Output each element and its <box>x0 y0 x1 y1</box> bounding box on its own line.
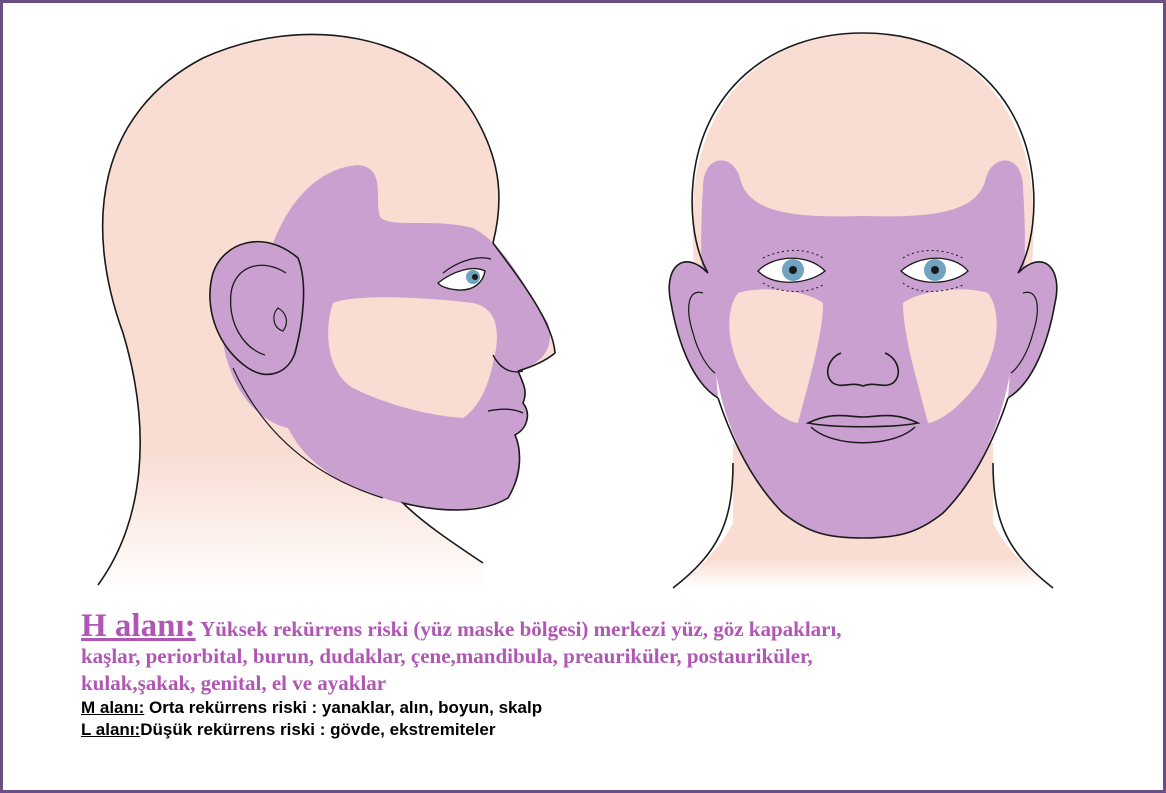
m-zone-description: M alanı: Orta rekürrens riski : yanaklar… <box>81 697 1141 719</box>
h-zone-line-3: kulak,şakak, genital, el ve ayaklar <box>81 671 386 695</box>
l-zone-title: L alanı: <box>81 720 140 739</box>
m-zone-text: Orta rekürrens riski : yanaklar, alın, b… <box>144 698 542 717</box>
face-illustrations <box>3 3 1163 603</box>
profile-head <box>98 34 555 593</box>
h-zone-title: H alanı: <box>81 608 196 644</box>
l-zone-description: L alanı:Düşük rekürrens riski : gövde, e… <box>81 719 1141 741</box>
h-zone-line-2: kaşlar, periorbital, burun, dudaklar, çe… <box>81 644 813 668</box>
front-head <box>669 33 1057 588</box>
l-zone-text: Düşük rekürrens riski : gövde, ekstremit… <box>140 720 495 739</box>
m-zone-title: M alanı: <box>81 698 144 717</box>
legend: H alanı: Yüksek rekürrens riski (yüz mas… <box>81 613 1141 741</box>
h-zone-description: H alanı: Yüksek rekürrens riski (yüz mas… <box>81 613 1141 697</box>
h-zone-line-1: Yüksek rekürrens riski (yüz maske bölges… <box>196 617 842 641</box>
